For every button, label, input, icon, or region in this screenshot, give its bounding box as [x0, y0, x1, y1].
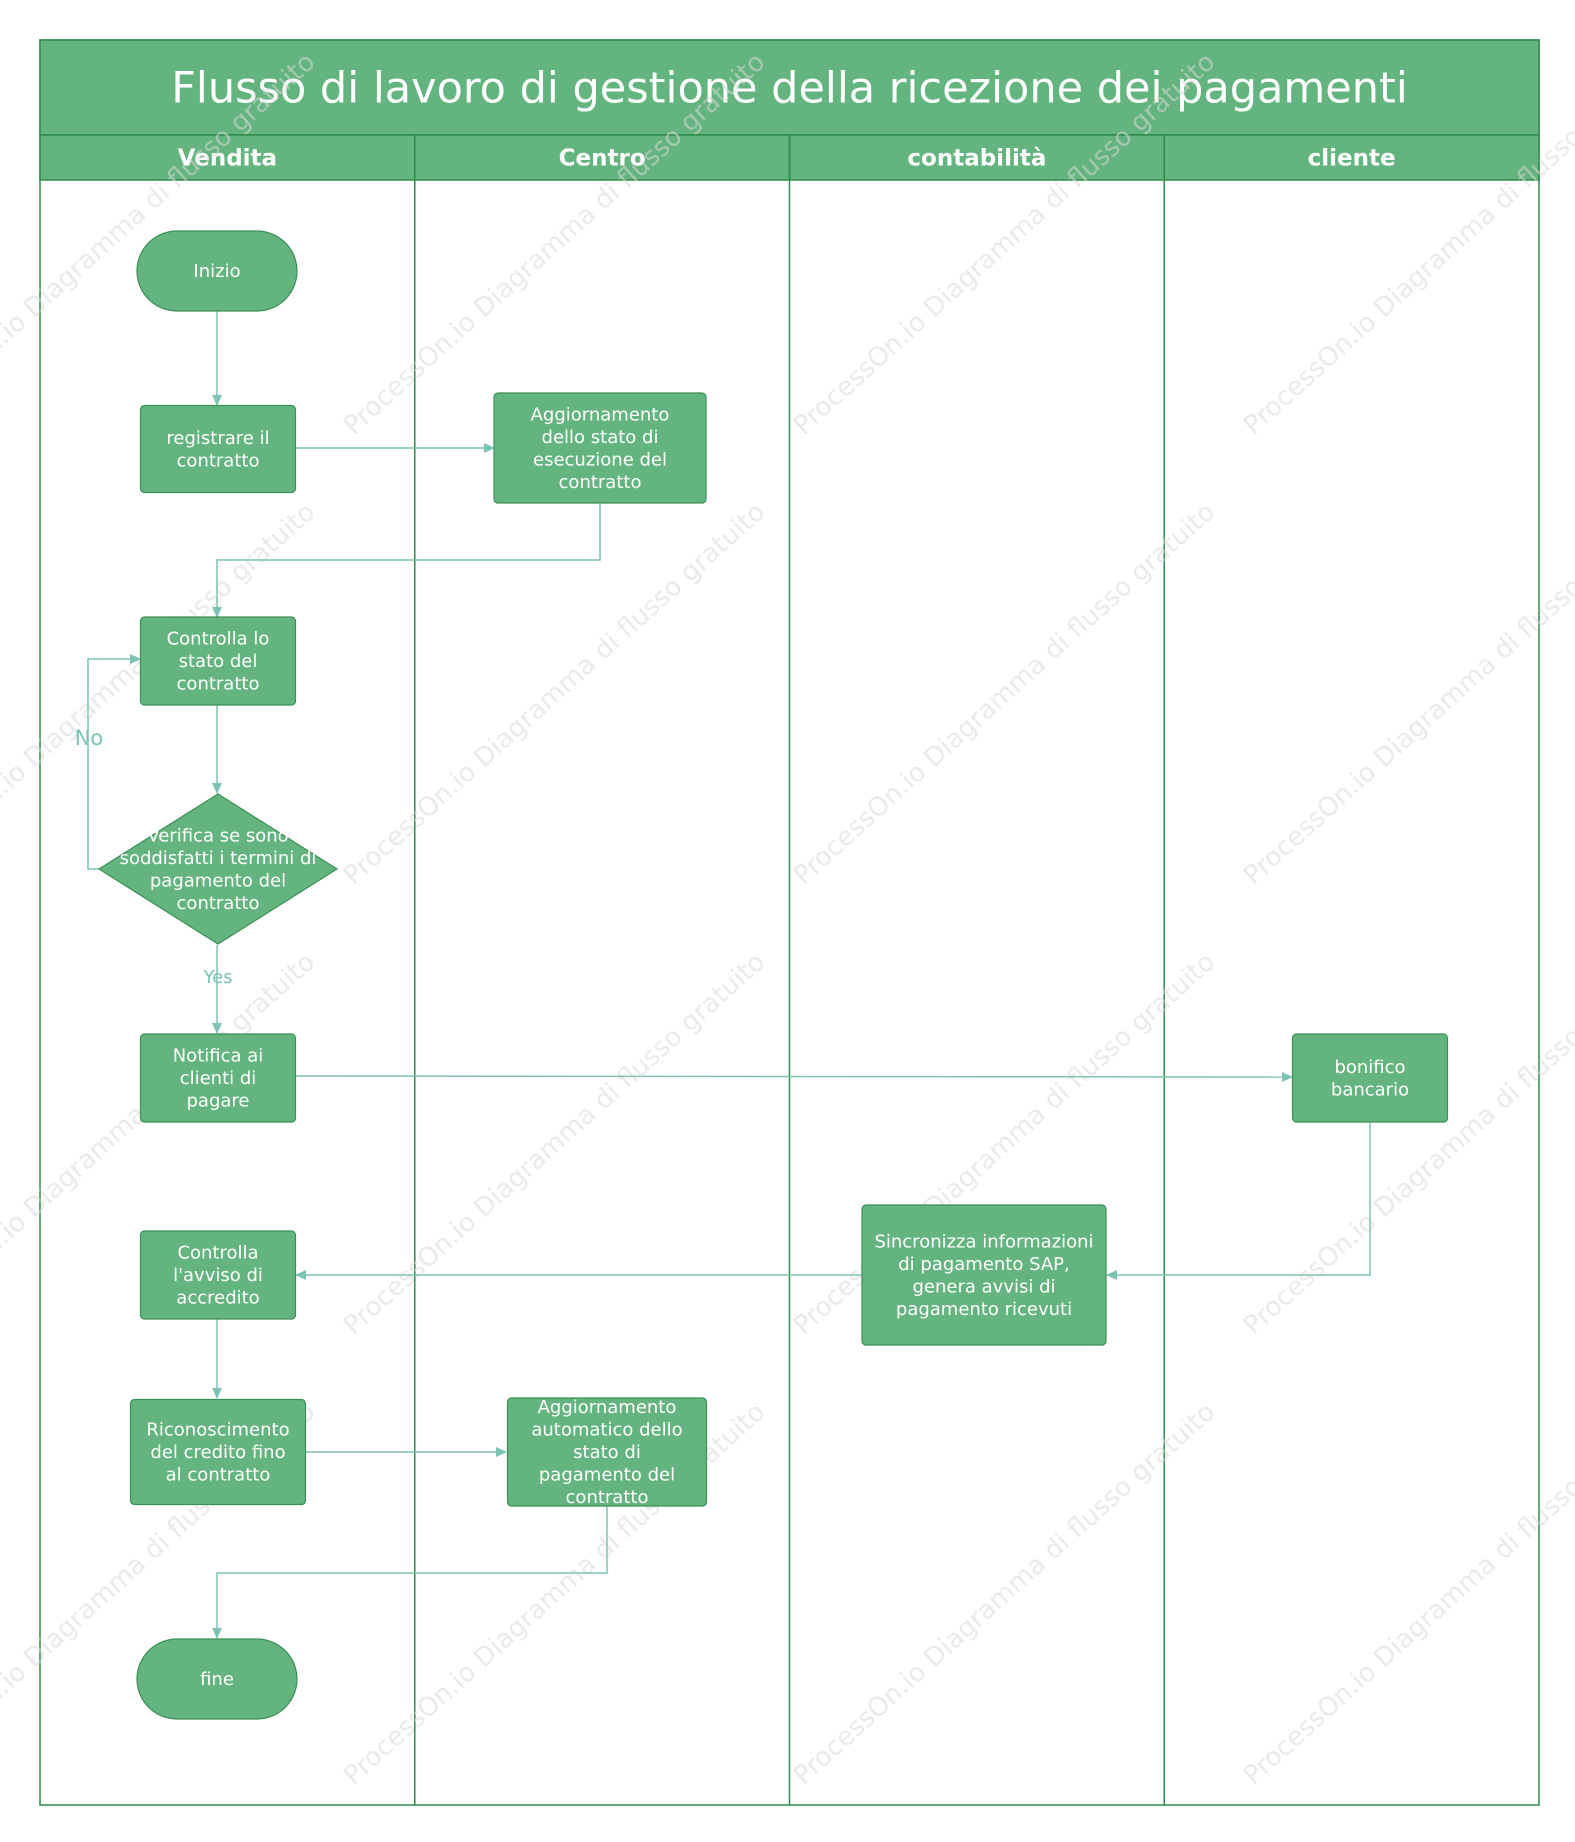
diagram-title: Flusso di lavoro di gestione della ricez… [171, 64, 1408, 114]
connector-notifica-to-bonifico [295, 1071, 1293, 1082]
node-label-line: dello stato di [542, 427, 659, 448]
lane-title-cliente: cliente [1308, 146, 1396, 172]
node-label-line: pagamento del [150, 870, 286, 891]
title-band [39, 39, 1540, 136]
connector-aggiornamento1-to-controlla_stato [212, 503, 601, 618]
connector-line [295, 1071, 1293, 1082]
node-label-line: pagamento del [539, 1465, 675, 1486]
connector-line [1106, 1122, 1371, 1280]
process-shape [1291, 1033, 1449, 1123]
node-label-line: genera avvisi di [913, 1276, 1056, 1297]
terminal-shape [136, 1638, 298, 1720]
connector-bonifico-to-sincronizza [1106, 1122, 1371, 1280]
lane-title-contabilita: contabilità [907, 146, 1046, 172]
process-shape [139, 1230, 297, 1320]
node-label-line: di pagamento SAP, [898, 1254, 1070, 1275]
node-label-line: Notifica ai [173, 1046, 264, 1067]
process-shape [861, 1204, 1107, 1346]
node-label-line: Controlla [177, 1243, 258, 1264]
node-label-line: contratto [177, 674, 260, 695]
node-label-line: Controlla lo [167, 629, 270, 650]
node-label-line: clienti di [180, 1068, 257, 1089]
lane-title-vendita: Vendita [178, 146, 277, 172]
connector-verifica-to-controlla_stato: No [75, 654, 141, 870]
node-label-line: esecuzione del [533, 449, 667, 470]
node-label-line: Aggiornamento [531, 404, 670, 425]
node-label-line: contratto [177, 893, 260, 914]
node-label-line: al contratto [166, 1465, 271, 1486]
node-label-line: del credito fino [150, 1442, 285, 1463]
node-label-line: Aggiornamento [538, 1397, 677, 1418]
connector-line [212, 1506, 608, 1639]
node-label-line: automatico dello [531, 1420, 682, 1441]
node-label-line: registrare il [166, 428, 269, 449]
connector-line [212, 503, 601, 618]
process-shape [129, 1398, 307, 1506]
node-label-line: soddisfatti i termini di [120, 848, 317, 869]
node-label-line: bonifico [1334, 1057, 1405, 1078]
node-label-line: Sincronizza informazioni [874, 1231, 1093, 1252]
node-label-line: pagare [187, 1091, 250, 1112]
node-inizio[interactable]: Inizio [136, 230, 298, 312]
edge-label-no: No [75, 726, 104, 750]
node-label-line: stato di [573, 1442, 641, 1463]
process-shape [139, 616, 297, 706]
connector-aggiornamento2-to-fine [212, 1506, 608, 1639]
swimlane-frame: Flusso di lavoro di gestione della ricez… [39, 39, 1540, 1806]
node-label-line: l'avviso di [173, 1265, 263, 1286]
node-label-line: contratto [559, 472, 642, 493]
edge-label-yes: Yes [202, 967, 232, 988]
node-label-line: stato del [179, 651, 258, 672]
process-shape [139, 1033, 297, 1123]
node-label-line: Verifica se sono [147, 825, 288, 846]
connector-line [87, 654, 141, 870]
lane-header-centro [414, 134, 791, 181]
lane-title-centro: Centro [559, 146, 646, 172]
connector-verifica-to-notifica: Yes [202, 945, 233, 1034]
node-fine[interactable]: fine [136, 1638, 298, 1720]
node-label-line: contratto [177, 450, 260, 471]
decision-shape [97, 793, 339, 945]
node-label-line: Riconoscimento [146, 1420, 289, 1441]
node-label-line: pagamento ricevuti [896, 1299, 1072, 1320]
process-shape [493, 392, 707, 504]
node-label-line: fine [200, 1669, 234, 1690]
process-shape [506, 1397, 708, 1507]
lane-header-vendita [39, 134, 416, 181]
node-label-line: bancario [1331, 1079, 1409, 1100]
node-label-line: contratto [566, 1487, 649, 1508]
terminal-shape [136, 230, 298, 312]
node-label-line: accredito [176, 1288, 259, 1309]
process-shape [139, 404, 297, 494]
node-label-line: Inizio [193, 261, 240, 282]
